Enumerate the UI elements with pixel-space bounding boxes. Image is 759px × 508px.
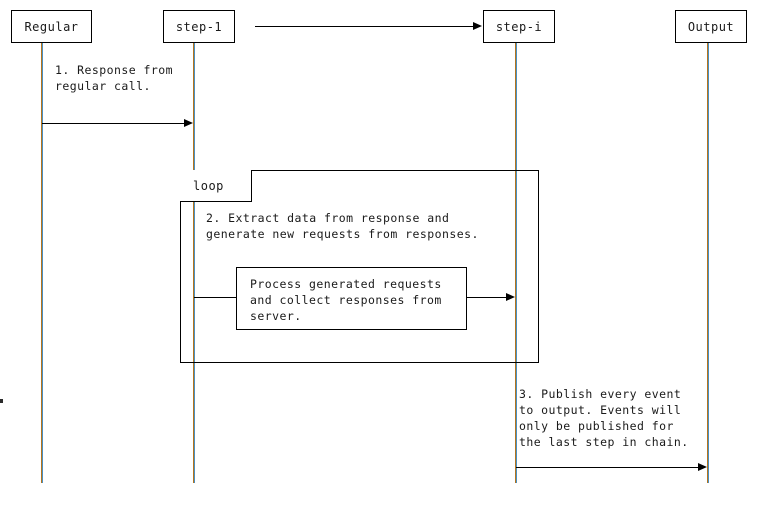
participant-step-1[interactable]: step-1 (163, 10, 235, 43)
participant-step-i-label: step-i (495, 19, 543, 34)
lifeline-regular (41, 43, 43, 483)
note-arrow-left-segment (194, 297, 236, 298)
participant-regular[interactable]: Regular (11, 10, 92, 43)
lifeline-step-1 (193, 43, 195, 483)
lifeline-output (707, 43, 709, 483)
loop-body-text: 2. Extract data from response and genera… (206, 211, 479, 241)
loop-fragment-tab[interactable]: loop (180, 170, 252, 202)
message-3-label: 3. Publish every event to output. Events… (519, 387, 689, 449)
message-1-arrow-head-icon (184, 119, 193, 127)
left-edge-artifact (0, 399, 3, 403)
process-note-box[interactable]: Process generated requests and collect r… (236, 267, 467, 330)
participant-step-i[interactable]: step-i (483, 10, 555, 43)
participant-output[interactable]: Output (675, 10, 747, 43)
participant-step-1-label: step-1 (175, 19, 223, 34)
header-arrow-line (255, 26, 480, 27)
loop-fragment-operator-label: loop (193, 178, 224, 193)
message-1-label: 1. Response from regular call. (55, 63, 173, 93)
note-arrow-right-segment (467, 297, 507, 298)
message-3-arrow-head-icon (698, 463, 707, 471)
note-arrow-head-icon (506, 293, 515, 301)
header-arrow-head-icon (473, 22, 482, 30)
participant-regular-label: Regular (24, 19, 79, 34)
message-1-line (42, 123, 185, 124)
message-3-line (516, 467, 699, 468)
loop-fragment-frame (180, 170, 539, 363)
lifeline-step-i (515, 43, 517, 483)
participant-output-label: Output (687, 19, 735, 34)
